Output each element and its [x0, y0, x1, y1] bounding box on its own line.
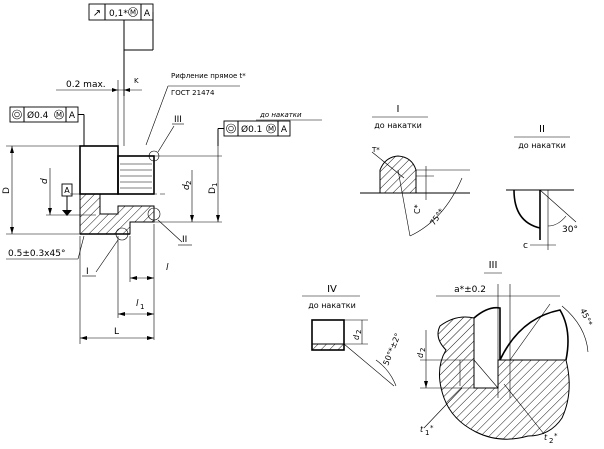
D1-label: D [208, 187, 218, 194]
part-body [70, 145, 165, 241]
concentricity-icon [226, 123, 236, 134]
right-frame-tolerance: Ø0.1 [241, 124, 262, 135]
max-dim-label: 0.2 max. [66, 80, 106, 90]
detail-III-t1-star: * [430, 424, 434, 432]
detail-I-c: C* [413, 204, 422, 214]
chamfer-note: 0.5±0.3x45° [6, 235, 85, 260]
callout-II: II [182, 235, 187, 245]
diameter-d-dimension: d [40, 168, 96, 216]
runout-tolerance-frame: ↗ 0,1* M A [88, 3, 154, 96]
detail-III-d2-sub: 2 [419, 348, 427, 352]
mmc-circle-icon [54, 109, 64, 120]
knurl-note: Рифление прямое t* ГОСТ 21474 [145, 72, 246, 146]
detail-I-angle: 75°* [428, 207, 446, 227]
detail-IV-d2-sub: 2 [355, 330, 363, 334]
detail-I-t: T* [371, 146, 380, 154]
detail-III-a: a*±0.2 [454, 285, 486, 295]
knurl-note-line2: ГОСТ 21474 [171, 89, 215, 97]
length-dimensions: l l 1 L [79, 224, 169, 344]
detail-I: I до накатки T* C* 75°* [360, 104, 470, 237]
chamfer-label: 0.5±0.3x45° [8, 249, 65, 259]
runout-tolerance-value: 0,1* [109, 9, 128, 19]
d2-label: d [182, 184, 192, 190]
detail-callouts: III II I [82, 115, 192, 277]
l1-sub: 1 [140, 303, 144, 311]
right-frame-modifier: M [268, 125, 274, 133]
k-label: K [134, 77, 139, 85]
runout-symbol-icon: ↗ [93, 8, 101, 19]
main-view: ↗ 0,1* M A 0.2 max. K Рифление прямое t* [2, 3, 322, 344]
left-tolerance-frame: Ø0.4 M A [9, 106, 85, 146]
knurl-note-line1: Рифление прямое t* [171, 72, 246, 80]
detail-III-t1-sub: 1 [425, 429, 429, 437]
detail-III-t1: t [420, 425, 424, 434]
datum-feature-box: A [61, 183, 73, 216]
d2-sub: 2 [185, 181, 193, 185]
left-frame-modifier: M [56, 111, 62, 119]
right-frame-datum: A [281, 125, 288, 135]
mmc-circle-icon [128, 7, 138, 17]
D-label: D [2, 187, 12, 194]
detail-III-t2-sub: 2 [549, 437, 553, 445]
d-label: d [40, 178, 50, 184]
detail-II-subtitle: до накатки [518, 141, 566, 150]
detail-III-title: III [489, 260, 498, 271]
detail-IV-title: IV [327, 284, 337, 295]
detail-III-angle: 45°* [578, 307, 594, 327]
detail-II-title: II [539, 124, 545, 135]
detail-IV: IV до накатки d 2 50°*±2° [302, 284, 403, 387]
detail-IV-angle: 50°*±2° [382, 332, 403, 367]
right-tolerance-frame: Ø0.1 M A до накатки [217, 111, 322, 146]
runout-datum: A [144, 9, 151, 19]
detail-III-d2: d [416, 352, 425, 358]
detail-II: II до накатки 30° c [506, 124, 578, 251]
detail-I-title: I [397, 104, 400, 115]
callout-I: I [86, 267, 89, 277]
l1-label: l [136, 299, 139, 309]
callout-III-top: III [174, 115, 182, 125]
diameter-D-dimension: D [2, 145, 80, 235]
detail-III-t2-star: * [554, 432, 558, 440]
datum-label: A [64, 186, 70, 195]
d2-D1-dimensions: d 2 D 1 [154, 146, 222, 223]
l-label: l [166, 263, 169, 273]
runout-modifier: M [130, 9, 136, 17]
left-frame-tolerance: Ø0.4 [27, 110, 49, 121]
detail-III-t2: t [544, 433, 548, 442]
D1-sub: 1 [211, 183, 219, 187]
detail-IV-subtitle: до накатки [308, 301, 356, 310]
detail-I-subtitle: до накатки [374, 121, 422, 130]
right-before-knurl: до накатки [259, 111, 302, 119]
concentricity-icon [12, 109, 22, 120]
detail-IV-d2: d [352, 334, 361, 340]
L-label: L [114, 327, 119, 337]
max-dimension: 0.2 max. K [56, 77, 142, 146]
mmc-circle-icon [266, 123, 276, 134]
detail-II-angle: 30° [562, 225, 578, 235]
left-frame-datum: A [69, 111, 76, 121]
detail-III: III a*±0.2 d 2 45°* t 1 * t 2 * [416, 260, 594, 445]
detail-II-c: c [523, 241, 528, 251]
